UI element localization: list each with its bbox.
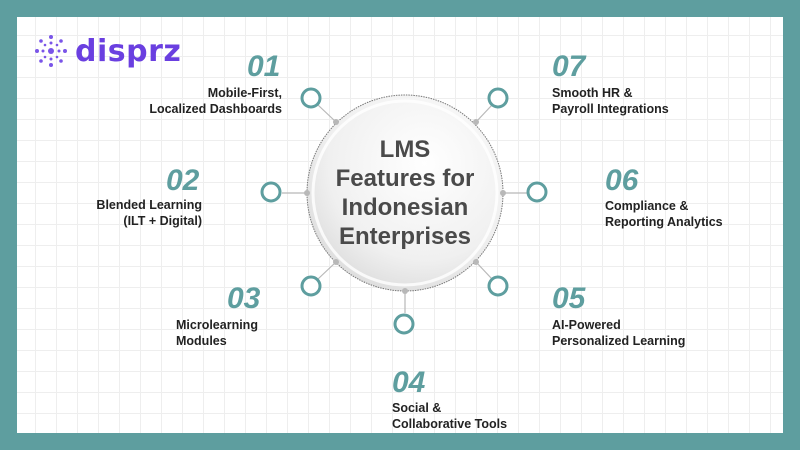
node-03	[300, 275, 322, 297]
feature-01-label: Mobile-First,Localized Dashboards	[149, 86, 282, 116]
disprz-logo: disprz	[33, 33, 181, 69]
center-title-line: Features for	[335, 165, 475, 192]
feature-02-number: 02	[166, 164, 200, 197]
feature-03-number: 03	[227, 282, 261, 315]
node-06	[526, 181, 548, 203]
node-04	[393, 313, 415, 335]
feature-07-number: 07	[552, 50, 586, 83]
logo-text: disprz	[75, 33, 182, 69]
node-07	[487, 87, 509, 109]
feature-01-number: 01	[247, 50, 281, 83]
disprz-logo-icon	[35, 35, 67, 67]
feature-02-label: Blended Learning(ILT + Digital)	[96, 198, 202, 228]
center-title-line: Indonesian	[341, 194, 469, 221]
node-02	[260, 181, 282, 203]
feature-07-label: Smooth HR &Payroll Integrations	[552, 86, 669, 116]
center-title: LMS Features for Indonesian Enterprises	[307, 135, 503, 251]
feature-04-label: Social &Collaborative Tools	[392, 401, 508, 431]
center-title-line: LMS	[379, 136, 431, 163]
feature-06-number: 06	[605, 164, 639, 197]
feature-05-number: 05	[552, 282, 586, 315]
node-05	[487, 275, 509, 297]
feature-04-number: 04	[392, 366, 426, 399]
feature-06-label: Compliance &Reporting Analytics	[605, 199, 723, 229]
center-title-line: Enterprises	[338, 223, 472, 250]
node-01	[300, 87, 322, 109]
